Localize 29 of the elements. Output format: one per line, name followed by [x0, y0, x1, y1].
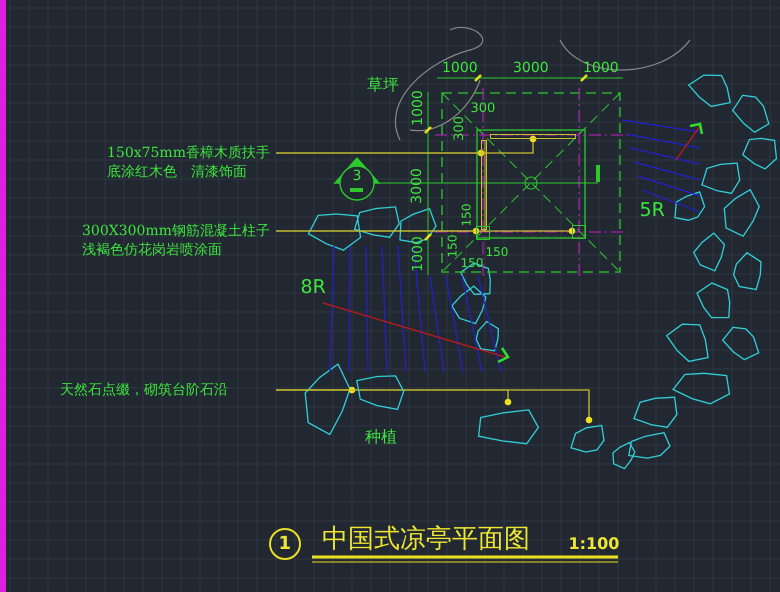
dimension-text: 150 — [446, 234, 458, 258]
leader-line — [276, 228, 576, 234]
drawing-title: 中国式凉亭平面图 — [322, 526, 530, 552]
dimension-text: 1000 — [442, 61, 478, 75]
column-post — [476, 226, 490, 240]
column-post — [572, 225, 586, 239]
dimension-text: 1000 — [410, 236, 425, 272]
dimension-text: 300 — [452, 116, 466, 140]
drawing-number: 1 — [278, 535, 292, 553]
dimension-text: 3000 — [410, 168, 424, 204]
section-number: 3 — [352, 169, 362, 183]
area-label: 种植 — [365, 429, 397, 445]
leader-line — [276, 389, 592, 424]
dimension-text: 300 — [470, 102, 496, 114]
dimension-text: 150 — [486, 246, 508, 258]
dimension-text: 3000 — [513, 61, 549, 75]
leader-line — [276, 136, 536, 154]
radius-label: 8R — [300, 278, 326, 296]
callout-text: 300X300mm钢筋混凝土柱子浅褐色仿花岗岩喷涂面 — [82, 222, 274, 260]
handrail — [490, 134, 576, 139]
scale-text: 1:100 — [568, 536, 620, 552]
callout-text: 天然石点缀，砌筑台阶石沿 — [60, 381, 274, 400]
area-label: 草坪 — [367, 77, 399, 93]
dimension-text: 1000 — [410, 90, 425, 126]
dimension-text: 150 — [460, 204, 472, 226]
callout-text: 150x75mm香樟木质扶手底涂红木色 清漆饰面 — [107, 144, 274, 182]
dimension-text: 1000 — [583, 61, 619, 75]
radius-label: 5R — [640, 200, 665, 220]
handrail — [481, 140, 487, 230]
